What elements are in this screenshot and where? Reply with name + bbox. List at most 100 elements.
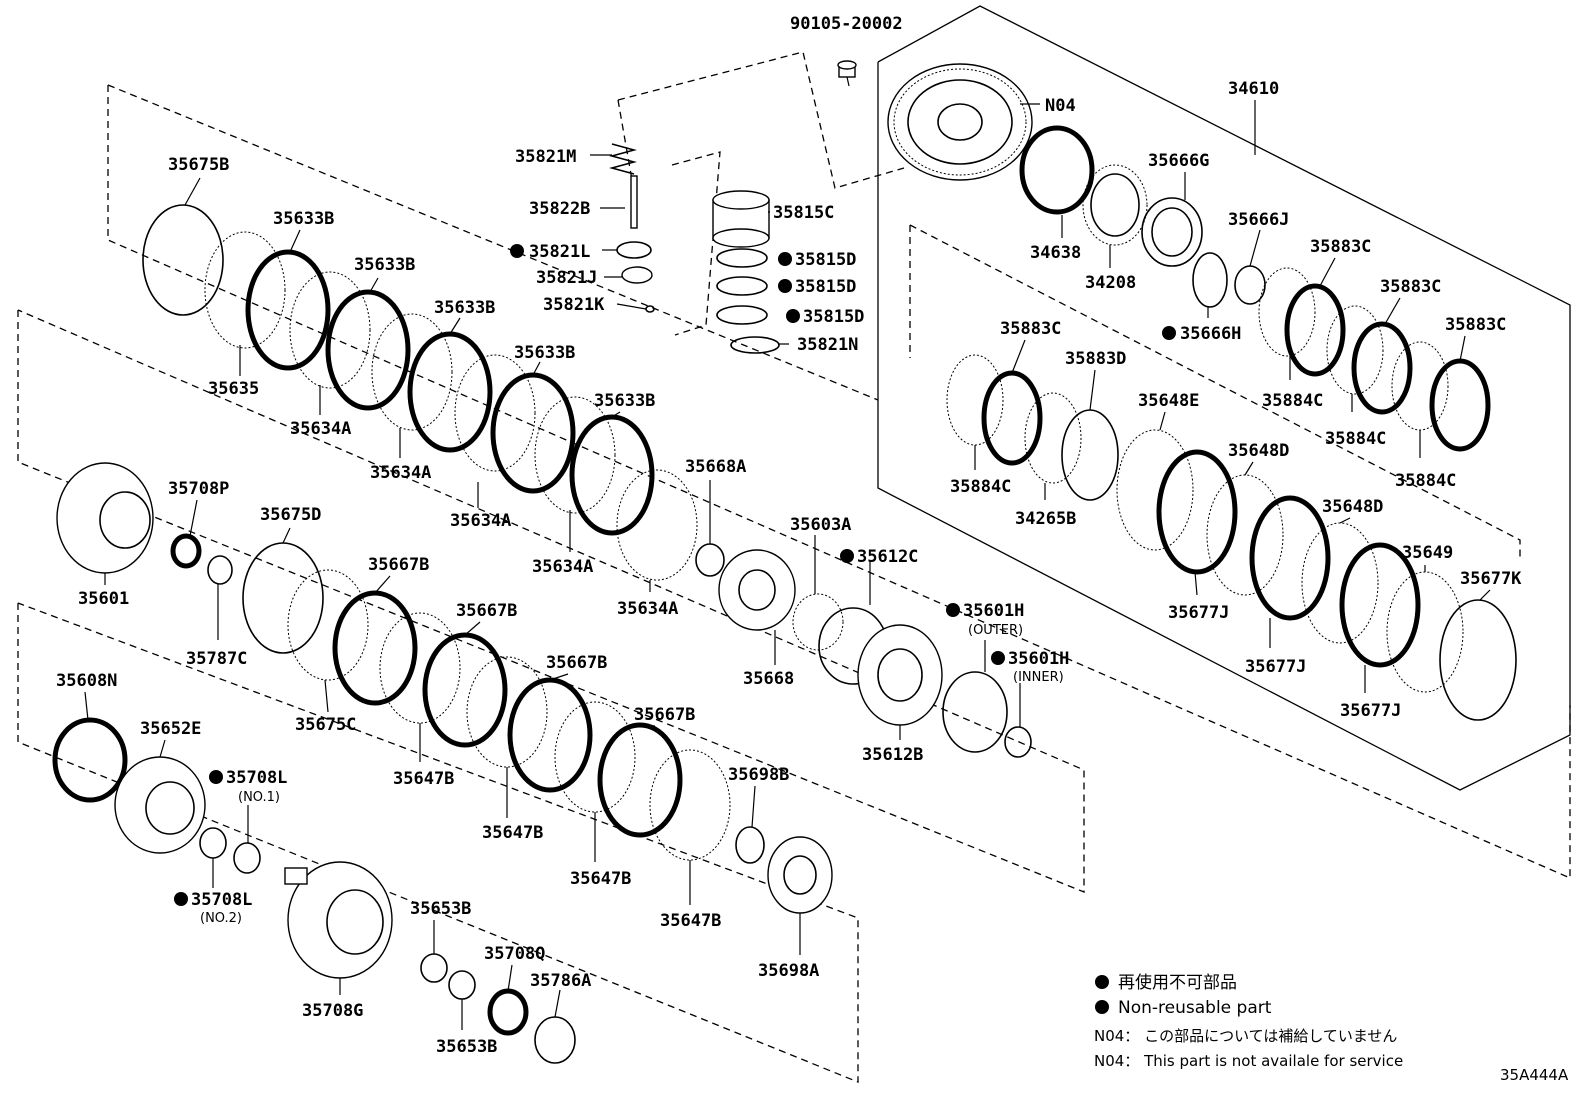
- label-35883c-3: 35883C: [1445, 315, 1506, 335]
- marker-35601h-outer: [946, 603, 960, 617]
- label-35601h-inner: 35601H: [1008, 649, 1069, 669]
- label-35633b-5: 35633B: [594, 391, 655, 411]
- label-35603a: 35603A: [790, 515, 851, 535]
- label-34638: 34638: [1030, 243, 1081, 263]
- marker-35708l-no1: [209, 770, 223, 784]
- catalog-code: 35A444A: [1500, 1066, 1569, 1084]
- label-35883c-4: 35883C: [1000, 319, 1061, 339]
- piston-35815c: [712, 190, 770, 248]
- label-35634a-1: 35634A: [290, 419, 351, 439]
- marker-35821l: [510, 244, 524, 258]
- marker-35815d-1: [778, 252, 792, 266]
- upper-clutch-pack: [142, 204, 1032, 758]
- label-35821j: 35821J: [536, 268, 597, 288]
- label-34265b: 34265B: [1015, 509, 1076, 529]
- legend-n04-jp: N04： この部品については補給していません: [1094, 1027, 1397, 1045]
- marker-35815d-3: [786, 309, 800, 323]
- label-35708g: 35708G: [302, 1001, 363, 1021]
- label-35601: 35601: [78, 589, 129, 609]
- label-35666j: 35666J: [1228, 210, 1289, 230]
- label-35648d-1: 35648D: [1228, 441, 1289, 461]
- label-35677k: 35677K: [1460, 569, 1522, 589]
- middle-row-outline: [17, 309, 1085, 893]
- label-35675d: 35675D: [260, 505, 321, 525]
- non-reusable-markers: [174, 244, 1176, 906]
- middle-clutch-pack: [56, 462, 833, 914]
- label-35653b-2: 35653B: [436, 1037, 497, 1057]
- marker-35666h: [1162, 326, 1176, 340]
- label-35633b-3: 35633B: [434, 298, 495, 318]
- label-35608n: 35608N: [56, 671, 117, 691]
- label-35815d-2: 35815D: [795, 277, 856, 297]
- label-35634a-5: 35634A: [617, 599, 678, 619]
- label-35647b-2: 35647B: [482, 823, 543, 843]
- valve-group-outline: [617, 51, 905, 189]
- label-35884c-1: 35884C: [1262, 391, 1323, 411]
- label-35708l-no2: 35708L: [191, 890, 252, 910]
- label-35667b-2: 35667B: [456, 601, 517, 621]
- label-35708p: 35708P: [168, 479, 229, 499]
- label-35667b-1: 35667B: [368, 555, 429, 575]
- upper-row-outline: [107, 85, 1571, 879]
- piston-group-outline: [671, 151, 721, 336]
- sublabel-35601h-inner: (INNER): [1013, 670, 1064, 685]
- label-35647b-1: 35647B: [393, 769, 454, 789]
- label-35815d-3: 35815D: [803, 307, 864, 327]
- part-labels: 90105-20002 N04 34610 35821M 35822B 3582…: [56, 14, 1522, 1057]
- ring-35666h: [1192, 252, 1228, 308]
- legend-marker-1: [1095, 975, 1109, 989]
- marker-35708l-no2: [174, 892, 188, 906]
- clutch-34208: [1082, 164, 1148, 246]
- label-35822b: 35822B: [529, 199, 590, 219]
- label-35635: 35635: [208, 379, 259, 399]
- label-90105-20002: 90105-20002: [790, 14, 903, 34]
- label-35668: 35668: [743, 669, 794, 689]
- leader-lines: [84, 100, 1491, 1030]
- label-35633b-2: 35633B: [354, 255, 415, 275]
- sublabel-35708l-no1: (NO.1): [238, 790, 280, 805]
- seat-35821j: [621, 266, 653, 284]
- label-35612c: 35612C: [857, 547, 918, 567]
- label-35601h-outer: 35601H: [963, 601, 1024, 621]
- seal-35815d-2: [716, 276, 768, 296]
- label-35677j-2: 35677J: [1245, 657, 1306, 677]
- label-35652e: 35652E: [140, 719, 201, 739]
- label-35675b: 35675B: [168, 155, 229, 175]
- label-35675c: 35675C: [295, 715, 356, 735]
- label-35821l: 35821L: [529, 242, 590, 262]
- label-35649: 35649: [1402, 543, 1453, 563]
- label-35883c-1: 35883C: [1310, 237, 1371, 257]
- label-34610: 34610: [1228, 79, 1279, 99]
- spring-35821m: [608, 143, 638, 175]
- label-35634a-3: 35634A: [450, 511, 511, 531]
- label-35821k: 35821K: [543, 295, 605, 315]
- label-35633b-4: 35633B: [514, 343, 575, 363]
- label-35698a: 35698A: [758, 961, 819, 981]
- label-35647b-3: 35647B: [570, 869, 631, 889]
- label-35666h: 35666H: [1180, 324, 1241, 344]
- label-35648d-2: 35648D: [1322, 497, 1383, 517]
- label-34208: 34208: [1085, 273, 1136, 293]
- label-35883c-2: 35883C: [1380, 277, 1441, 297]
- label-35612b: 35612B: [862, 745, 923, 765]
- label-35633b-1: 35633B: [273, 209, 334, 229]
- group-boundaries: [17, 5, 1571, 1083]
- label-35677j-3: 35677J: [1340, 701, 1401, 721]
- label-35667b-3: 35667B: [546, 653, 607, 673]
- label-35668a: 35668A: [685, 457, 746, 477]
- part-shapes: [52, 60, 1517, 1064]
- legend-non-reusable-jp: 再使用不可部品: [1118, 972, 1237, 993]
- label-35666g: 35666G: [1148, 151, 1209, 171]
- clutch-group-outline: [909, 224, 1521, 560]
- label-35815c: 35815C: [773, 203, 834, 223]
- legend: 再使用不可部品 Non-reusable part N04： この部品については…: [1094, 972, 1569, 1084]
- bolt-90105-20002: [837, 60, 857, 87]
- pin-35822b: [630, 175, 638, 229]
- label-35634a-2: 35634A: [370, 463, 431, 483]
- snapring-35821n: [730, 336, 780, 354]
- label-35708l-no1: 35708L: [226, 768, 287, 788]
- label-35648e: 35648E: [1138, 391, 1199, 411]
- lower-parts: [52, 717, 576, 1064]
- label-35821n: 35821N: [797, 335, 858, 355]
- label-n04: N04: [1045, 96, 1076, 116]
